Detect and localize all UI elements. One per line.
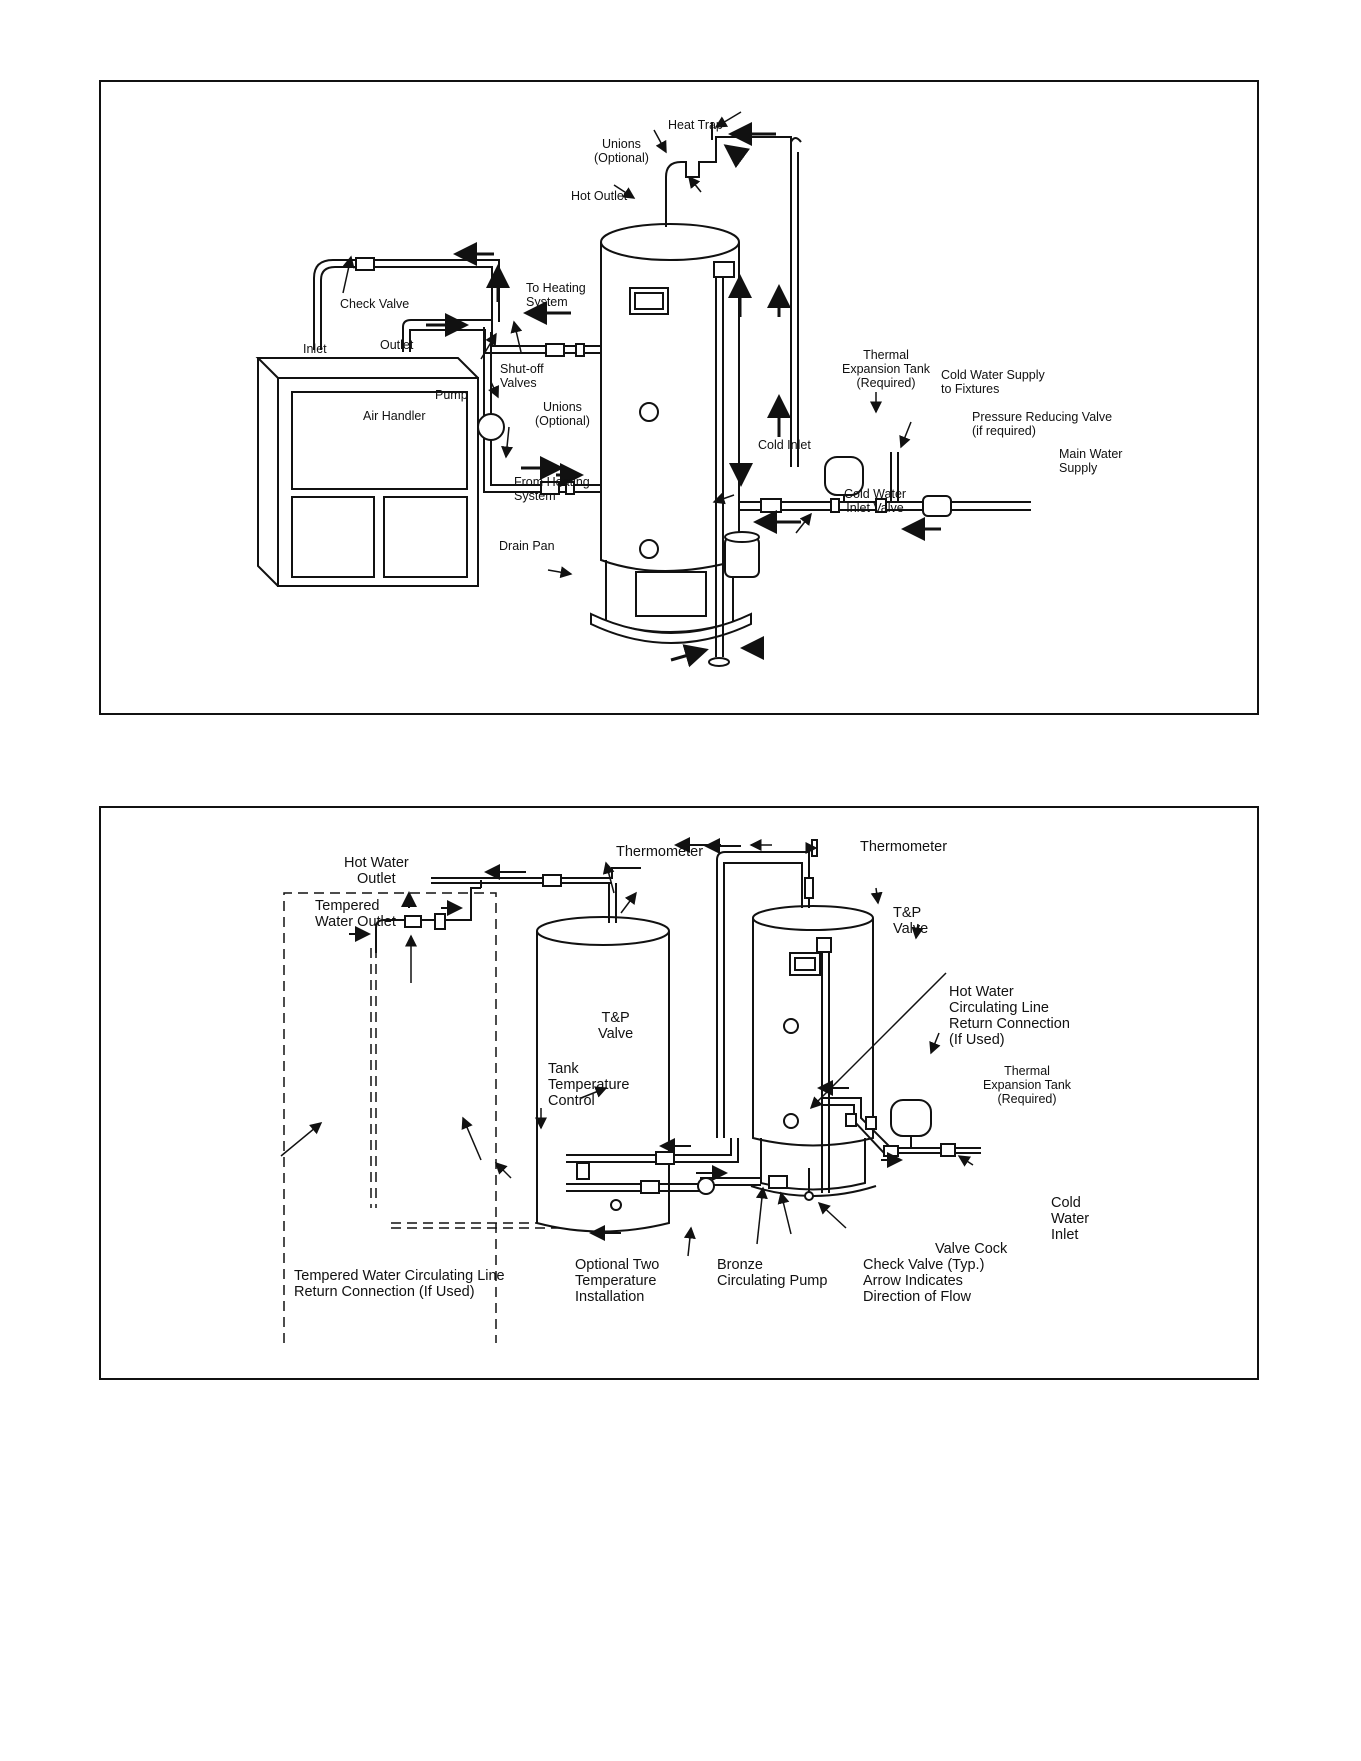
label-heat-trap: Heat Trap <box>668 118 723 132</box>
label-shutoff-valves: Shut-off Valves <box>500 362 544 390</box>
label-to-heating-system: To Heating System <box>526 281 586 309</box>
label-thermal-expansion-tank: Thermal Expansion Tank (Required) <box>983 1064 1072 1106</box>
water-heater-right <box>750 905 877 1197</box>
space-heating-diagram <box>255 111 1031 668</box>
figure-space-heating: Heat Trap Unions (Optional) Hot Outlet C… <box>99 80 1259 715</box>
label-unions-mid: Unions (Optional) <box>535 400 590 428</box>
label-cold-water-inlet: Cold Water Inlet <box>1051 1195 1090 1243</box>
two-temperature-diagram <box>280 837 981 1343</box>
label-valve-cock: Valve Cock <box>935 1241 1008 1257</box>
tempered-zone-boundary <box>283 892 497 1343</box>
label-tempered-circulating: Tempered Water Circulating Line Return C… <box>294 1268 505 1300</box>
label-outlet: Outlet <box>380 338 414 352</box>
label-check-valve-typ: Check Valve (Typ.) Arrow Indicates Direc… <box>863 1257 985 1305</box>
label-unions-top: Unions (Optional) <box>594 137 649 165</box>
label-cold-water-inlet-valve: Cold Water Inlet Valve <box>844 487 907 515</box>
label-tempered-water-outlet: Tempered Water Outlet <box>315 898 396 930</box>
label-pressure-reducing-valve: Pressure Reducing Valve (if required) <box>972 410 1113 438</box>
label-cold-inlet: Cold Inlet <box>758 438 811 452</box>
label-cold-water-supply: Cold Water Supply to Fixtures <box>941 368 1045 396</box>
label-hot-outlet: Hot Outlet <box>571 189 628 203</box>
air-handler-unit <box>255 357 479 587</box>
label-inlet: Inlet <box>303 342 327 356</box>
label-thermometer-left: Thermometer <box>616 844 704 860</box>
label-main-water-supply: Main Water Supply <box>1059 447 1123 475</box>
label-optional-two-temp: Optional Two Temperature Installation <box>575 1257 660 1305</box>
label-tank-temperature-control: Tank Temperature Control <box>548 1061 630 1109</box>
label-check-valve: Check Valve <box>340 297 410 311</box>
label-thermometer-right: Thermometer <box>860 839 948 855</box>
label-thermal-expansion-tank: Thermal Expansion Tank (Required) <box>842 348 931 390</box>
label-bronze-pump: Bronze Circulating Pump <box>717 1257 828 1289</box>
label-tp-valve-left: T&P Valve <box>598 1010 634 1042</box>
label-drain-pan: Drain Pan <box>499 539 555 553</box>
water-heater-tank <box>590 223 752 644</box>
label-hot-water-circulating: Hot Water Circulating Line Return Connec… <box>949 984 1070 1048</box>
figure-two-temperature: Hot Water Outlet Thermometer Thermometer… <box>99 806 1259 1380</box>
label-hot-water-outlet: Hot Water Outlet <box>344 855 409 887</box>
label-tp-valve-right: T&P Valve <box>893 905 929 937</box>
label-pump: Pump <box>435 388 468 402</box>
label-from-heating-system: From Heating System <box>514 475 590 503</box>
label-air-handler: Air Handler <box>363 409 426 423</box>
